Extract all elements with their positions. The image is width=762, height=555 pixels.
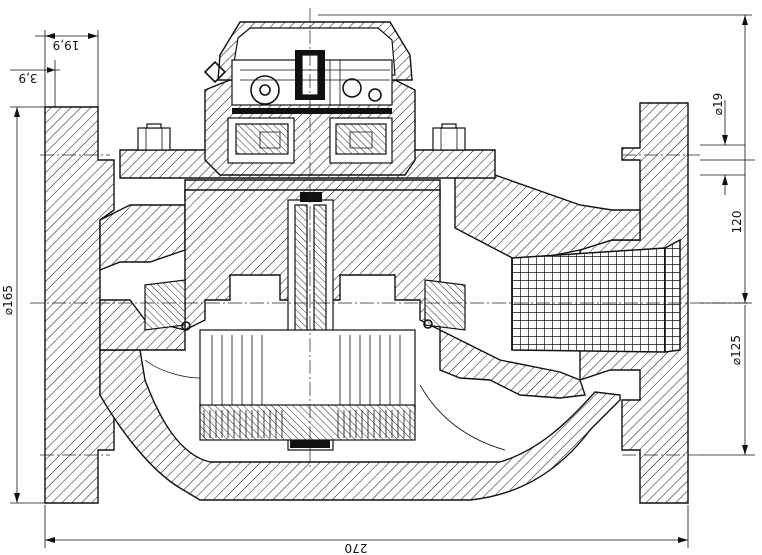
cover-bolt-right bbox=[432, 123, 466, 151]
register-mechanism bbox=[231, 50, 393, 114]
dim-flange-offset-b: 3,9 bbox=[18, 71, 37, 85]
flow-straightener-screen bbox=[511, 238, 681, 353]
dim-total-length: 270 bbox=[345, 541, 368, 555]
dimension-lines bbox=[10, 14, 755, 548]
dimension-labels: 270 ⌀165 ⌀125 ⌀19 120 19,9 3,9 bbox=[1, 38, 744, 555]
measuring-insert bbox=[144, 189, 466, 451]
housing-body bbox=[44, 102, 689, 504]
dim-bolt-circle: ⌀125 bbox=[729, 335, 743, 365]
center-lines bbox=[30, 8, 750, 470]
dim-height: 120 bbox=[730, 211, 744, 234]
dim-flange-offset-a: 19,9 bbox=[53, 38, 80, 52]
register-housing bbox=[119, 21, 496, 206]
cover-bolt-left bbox=[137, 123, 171, 151]
dim-flange-diameter: ⌀165 bbox=[1, 285, 15, 315]
dim-bolt-hole: ⌀19 bbox=[711, 93, 725, 116]
